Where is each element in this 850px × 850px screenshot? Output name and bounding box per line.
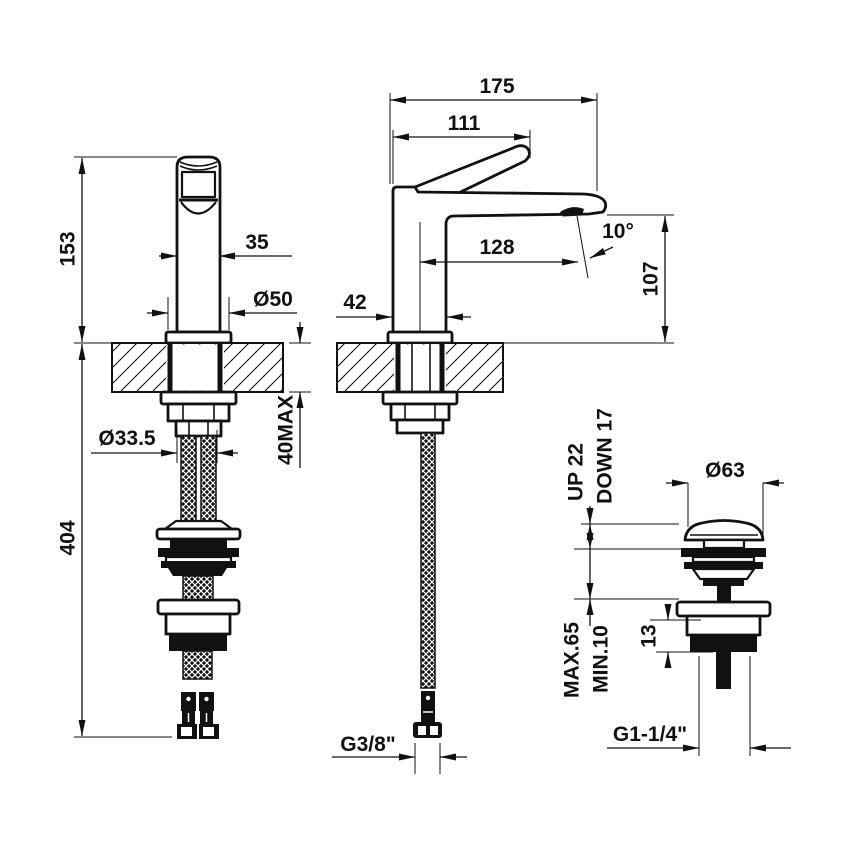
dim-deck-thickness-40max: 40MAX xyxy=(275,322,311,468)
waste-body xyxy=(675,600,772,689)
hose-end-fittings-front xyxy=(177,692,219,739)
supply-hose-side xyxy=(420,432,436,689)
dim-label-body-depth: 42 xyxy=(343,291,366,314)
waste-view: Ø63 UP 22 DOWN 17 MAX.65 MIN.10 13 xyxy=(561,408,791,756)
dim-label-base-diameter: Ø50 xyxy=(253,288,293,311)
dim-label-handle-reach: 111 xyxy=(448,112,481,135)
dim-label-deck-thickness: 40MAX xyxy=(275,395,298,465)
faucet-body-front xyxy=(164,155,233,345)
mounting-hardware-side xyxy=(381,390,459,435)
side-view: 175 111 42 128 10° 107 xyxy=(332,75,674,774)
dim-base-diameter-50: Ø50 xyxy=(147,288,297,330)
dim-height-153: 153 xyxy=(57,156,177,342)
dim-body-width-35: 35 xyxy=(159,231,292,260)
dim-label-spout-reach: 128 xyxy=(479,236,514,259)
dim-overall-depth-175: 175 xyxy=(389,75,598,191)
dim-label-body-width: 35 xyxy=(245,231,269,254)
dim-handle-reach-111: 111 xyxy=(392,112,531,184)
dim-label-overall-depth: 175 xyxy=(479,75,514,98)
dim-label-height: 153 xyxy=(57,231,80,266)
dim-label-cap-diameter: Ø63 xyxy=(705,459,745,482)
dim-label-collar-height: 13 xyxy=(638,624,661,647)
dim-spout-height-107: 107 xyxy=(503,214,674,344)
waste-cap xyxy=(683,519,765,542)
dim-body-depth-42: 42 xyxy=(336,291,471,321)
supply-hoses-front xyxy=(180,435,217,522)
hose-end-fitting-side xyxy=(413,691,442,738)
dim-cap-diameter-63: Ø63 xyxy=(666,459,784,537)
dim-connector-diameter-33-5: Ø33.5 xyxy=(91,427,238,463)
dim-spout-reach-128: 128 xyxy=(420,236,578,266)
countertop-section-side xyxy=(336,342,504,393)
dim-label-install-min: MIN.10 xyxy=(590,625,613,693)
front-view: 153 404 35 Ø50 Ø33.5 xyxy=(57,155,311,739)
dim-waste-thread-g114: G1-1/4" xyxy=(607,656,791,756)
aerator xyxy=(560,207,584,217)
dim-spout-angle-10: 10° xyxy=(589,220,634,259)
dim-label-connector-diameter: Ø33.5 xyxy=(98,427,156,450)
mounting-hardware-front xyxy=(159,390,238,438)
dim-label-waste-thread: G1-1/4" xyxy=(613,723,687,746)
countertop-section-front xyxy=(111,342,284,393)
dim-label-travel-up: UP 22 xyxy=(565,443,588,501)
dim-label-hose-drop: 404 xyxy=(57,520,80,555)
dim-label-spout-angle: 10° xyxy=(602,220,634,243)
dim-collar-height-13: 13 xyxy=(638,604,713,668)
dim-travel-column: UP 22 DOWN 17 MAX.65 MIN.10 xyxy=(561,408,688,698)
dim-supply-thread-g38: G3/8" xyxy=(332,733,467,774)
waste-upper-stack xyxy=(681,538,766,602)
dim-label-supply-thread: G3/8" xyxy=(340,733,395,756)
dim-label-travel-down: DOWN 17 xyxy=(594,408,617,504)
dim-label-install-max: MAX.65 xyxy=(561,622,584,698)
dim-label-spout-height: 107 xyxy=(640,261,663,296)
dim-hose-drop-404: 404 xyxy=(57,342,172,738)
popup-waste-parts-front xyxy=(155,519,242,680)
